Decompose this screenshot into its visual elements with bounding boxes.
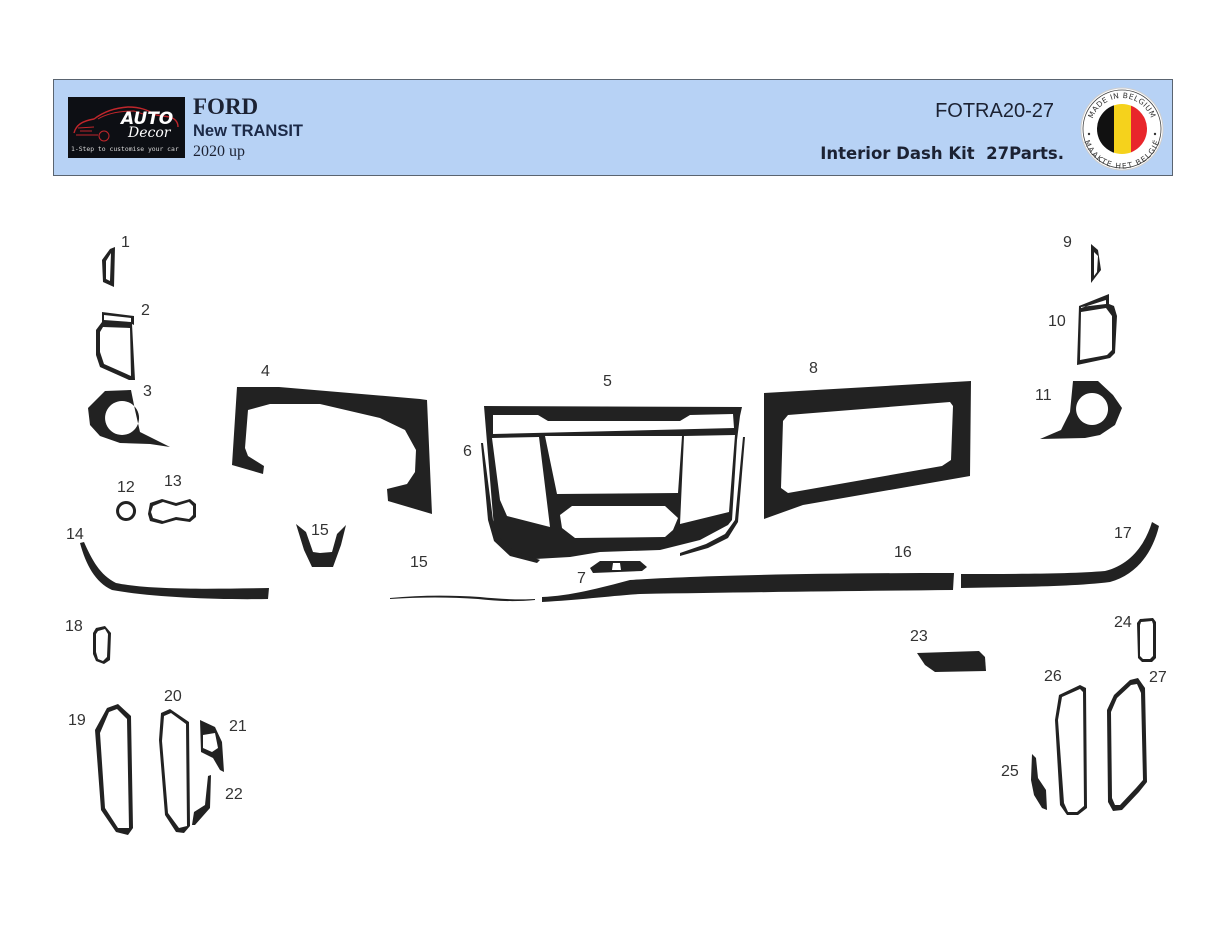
part-13 xyxy=(148,499,196,524)
part-label-1: 1 xyxy=(121,234,130,251)
part-label-12: 12 xyxy=(117,479,135,496)
part-label-22: 22 xyxy=(225,786,243,803)
part-label-26: 26 xyxy=(1044,668,1062,685)
part-21 xyxy=(200,720,224,772)
part-7 xyxy=(590,561,647,573)
part-27 xyxy=(1107,678,1147,811)
part-17 xyxy=(961,522,1159,588)
part-label-10: 10 xyxy=(1048,313,1066,330)
part-label-7: 7 xyxy=(577,570,586,587)
part-label-20: 20 xyxy=(164,688,182,705)
product-header: AUTO Decor 1-Step to customise your car … xyxy=(53,79,1173,176)
part-label-11: 11 xyxy=(1035,387,1052,404)
part-label-6: 6 xyxy=(463,443,472,460)
vehicle-year: 2020 up xyxy=(193,143,245,160)
part-18 xyxy=(93,626,111,664)
vehicle-make: FORD xyxy=(193,94,259,119)
part-12 xyxy=(116,501,137,521)
part-label-13: 13 xyxy=(164,473,182,490)
part-label-3: 3 xyxy=(143,383,152,400)
car-outline-icon xyxy=(73,106,179,142)
part-8 xyxy=(764,381,971,519)
part-label-17: 17 xyxy=(1114,525,1132,542)
part-label-14: 14 xyxy=(66,526,84,543)
logo-auto-text: AUTO xyxy=(121,109,174,129)
logo-decor-text: Decor xyxy=(128,125,171,141)
part-label-23: 23 xyxy=(910,628,928,645)
part-26 xyxy=(1055,685,1087,815)
part-label-21: 21 xyxy=(229,718,247,735)
part-10 xyxy=(1077,294,1117,365)
part-22 xyxy=(192,775,211,825)
part-label-18: 18 xyxy=(65,618,83,635)
part-label-8: 8 xyxy=(809,360,818,377)
part-25 xyxy=(1031,754,1047,810)
part-label-27: 27 xyxy=(1149,669,1167,686)
part-24 xyxy=(1137,618,1156,662)
part-11 xyxy=(1040,381,1122,439)
vehicle-model: New TRANSIT xyxy=(193,122,304,140)
part-5 xyxy=(484,406,742,559)
part-label-4: 4 xyxy=(261,363,270,380)
product-code: FOTRA20-27 xyxy=(935,100,1054,122)
part-15 xyxy=(296,524,346,567)
part-4 xyxy=(232,387,432,514)
part-label-15b: 15 xyxy=(410,554,428,571)
part-19 xyxy=(95,704,133,835)
part-label-25: 25 xyxy=(1001,763,1019,780)
part-label-24: 24 xyxy=(1114,614,1132,631)
part-14 xyxy=(80,542,269,600)
part-16 xyxy=(542,573,954,602)
part-label-16: 16 xyxy=(894,544,912,561)
part-9 xyxy=(1091,244,1101,283)
made-in-belgium-badge-icon: MADE IN BELGIUM MAAKTE HET BELGIË xyxy=(1080,87,1164,171)
part-2 xyxy=(96,312,135,380)
part-20 xyxy=(159,709,190,833)
part-label-5: 5 xyxy=(603,373,612,390)
part-3 xyxy=(88,390,170,447)
part-23 xyxy=(917,651,986,672)
part-15-line xyxy=(390,595,535,602)
part-6 xyxy=(481,443,540,563)
part-label-15a: 15 xyxy=(311,522,329,539)
part-1 xyxy=(102,247,115,287)
part-label-2: 2 xyxy=(141,302,150,319)
kit-title: Interior Dash Kit 27Parts. xyxy=(820,144,1064,163)
part-label-9: 9 xyxy=(1063,234,1072,251)
auto-decor-logo: AUTO Decor 1-Step to customise your car xyxy=(68,97,185,158)
logo-tagline: 1-Step to customise your car xyxy=(71,145,179,153)
part-label-19: 19 xyxy=(68,712,86,729)
